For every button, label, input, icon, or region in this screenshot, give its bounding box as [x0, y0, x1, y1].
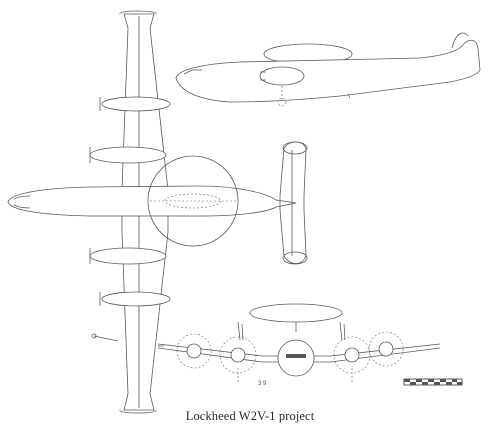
side-view [175, 32, 481, 107]
plan-view [7, 10, 308, 414]
drawing-label-3-9: 3 9 [258, 381, 267, 387]
front-view [157, 303, 441, 384]
plan-nacelles [89, 96, 171, 307]
front-engines [176, 331, 404, 374]
front-radome [249, 303, 343, 323]
scale-bar [403, 378, 463, 386]
figure-caption: Lockheed W2V-1 project [185, 409, 315, 423]
plan-radome [147, 155, 239, 247]
side-fuselage [175, 39, 481, 103]
